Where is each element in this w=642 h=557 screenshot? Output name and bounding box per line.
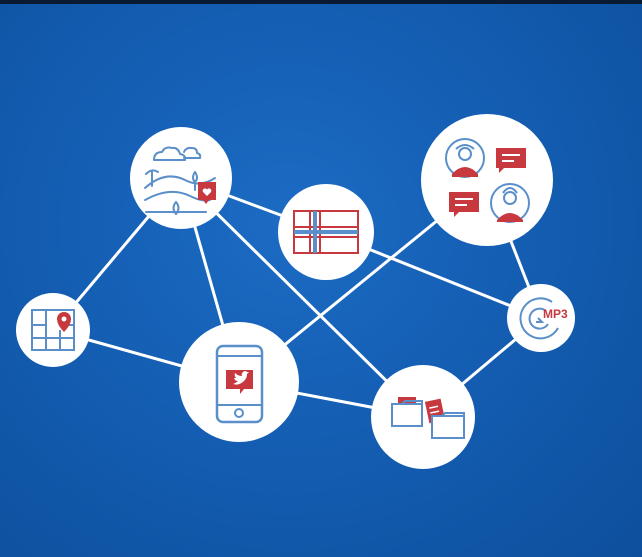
node-mp3[interactable]: MP3	[507, 284, 575, 352]
phone-twitter-icon	[215, 344, 264, 424]
node-flag[interactable]	[278, 184, 374, 280]
node-phone[interactable]	[179, 322, 299, 442]
mp3-audio-icon	[519, 297, 559, 340]
node-map[interactable]	[16, 293, 90, 367]
folders-documents-icon	[391, 397, 465, 439]
norway-flag-icon	[293, 210, 359, 254]
node-documents[interactable]	[371, 365, 475, 469]
node-chat-people[interactable]	[421, 114, 553, 246]
node-landscape[interactable]	[130, 127, 232, 229]
top-border	[0, 0, 642, 4]
mp3-label: MP3	[543, 307, 568, 321]
people-chat-icon	[445, 138, 530, 223]
edge-landscape-documents	[179, 176, 425, 419]
